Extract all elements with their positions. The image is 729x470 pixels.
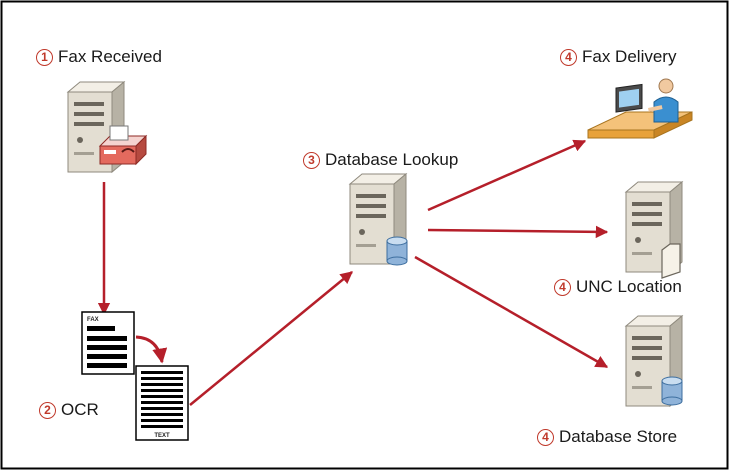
- step-fax-received: 1 Fax Received: [36, 47, 162, 67]
- step-number-badge: 1: [36, 48, 53, 66]
- arrow-lookup-to-fax-delivery: [427, 139, 587, 212]
- step-label: UNC Location: [576, 277, 682, 296]
- step-number-badge: 4: [560, 48, 577, 66]
- fax-document-icon: FAX: [81, 311, 135, 375]
- step-fax-delivery: 4 Fax Delivery: [560, 47, 676, 67]
- step-label: OCR: [61, 400, 99, 419]
- person-at-desk-icon: [587, 78, 693, 139]
- step-number-badge: 2: [39, 401, 56, 419]
- step-ocr: 2 OCR: [39, 400, 99, 420]
- step-number-badge: 3: [303, 151, 320, 169]
- text-document-icon: TEXT: [135, 365, 189, 441]
- arrow-lookup-to-unc-location: [427, 225, 609, 239]
- step-label: Database Lookup: [325, 150, 459, 169]
- arrow-ocr-to-lookup: [189, 271, 353, 406]
- step-database-lookup: 3 Database Lookup: [303, 150, 458, 170]
- step-unc-location: 4 UNC Location: [554, 277, 682, 297]
- folder-icon: [661, 243, 681, 279]
- step-label: Fax Delivery: [582, 47, 677, 66]
- step-database-store: 4 Database Store: [537, 427, 677, 447]
- step-number-badge: 4: [537, 428, 554, 446]
- database-lookup-database-icon: [386, 236, 408, 266]
- arrow-fax-doc-to-text-doc: [135, 335, 168, 364]
- arrow-lookup-to-database-store: [414, 255, 609, 369]
- database-store-database-icon: [661, 376, 683, 406]
- fax-machine-icon: [98, 125, 148, 166]
- fax-document-tag: FAX: [87, 317, 99, 323]
- step-number-badge: 4: [554, 278, 571, 296]
- step-label: Fax Received: [58, 47, 162, 66]
- text-document-tag: TEXT: [154, 433, 170, 439]
- step-label: Database Store: [559, 427, 678, 446]
